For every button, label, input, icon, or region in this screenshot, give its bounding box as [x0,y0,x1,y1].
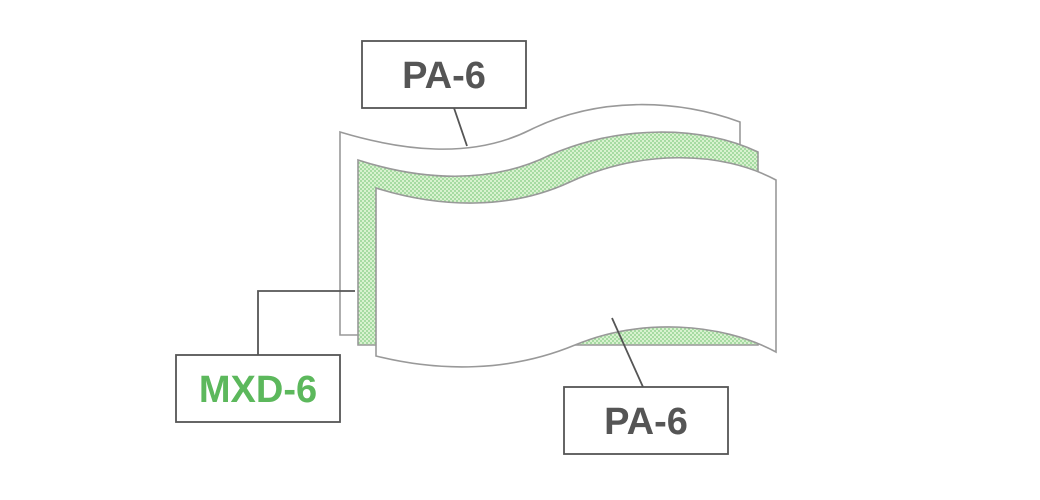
pa6-bottom-label-text: PA-6 [604,401,688,443]
mxd6-leader-line [257,290,355,355]
pa6-bottom-label-box [563,386,729,455]
pa6-top-leader-line [453,107,468,147]
mxd6-label: MXD-6 [175,290,355,423]
pa6-front-sheet [375,157,777,368]
pa6-bottom-leader-line [611,317,644,388]
pa6-top-label-text: PA-6 [402,55,486,97]
mxd6-label-box [175,354,341,423]
pa6-top-label-box [361,40,527,109]
pa6-bottom-label: PA-6 [563,317,729,455]
pa6-top-label: PA-6 [361,40,527,147]
mxd6-label-text: MXD-6 [199,369,317,411]
